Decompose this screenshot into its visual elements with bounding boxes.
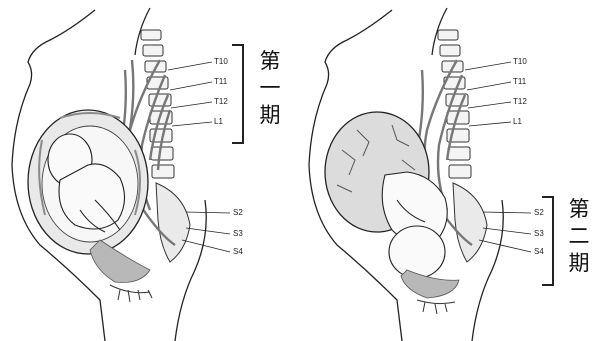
label-t11: T11 [513,78,526,86]
label-t10: T10 [214,58,228,66]
phase-char: 期 [567,250,591,277]
phase-char: 二 [567,223,591,250]
panel-first-stage: T10 T11 T12 L1 S2 S3 S4 第 一 期 [0,0,297,341]
pregnant-torso-illustration-2 [297,0,594,341]
spine [438,30,487,262]
upper-leader-lines [465,62,511,126]
label-t12: T12 [214,98,228,106]
label-l1: L1 [513,118,522,126]
phase-bracket-1 [232,44,244,144]
pelvic-floor [110,285,152,302]
label-t11: T11 [214,78,227,86]
label-s4: S4 [233,248,243,256]
spine [141,30,190,262]
label-t12: T12 [513,98,527,106]
phase-char: 第 [567,196,591,223]
phase-label-second-stage: 第 二 期 [567,196,591,277]
label-l1: L1 [214,118,223,126]
phase-bracket-2 [542,196,554,286]
label-s3: S3 [233,230,243,238]
phase-char: 期 [258,102,282,129]
pelvic-floor [417,300,455,314]
phase-char: 一 [258,75,282,102]
cervix-shading [90,240,150,283]
label-t10: T10 [513,58,527,66]
label-s2: S2 [233,209,243,217]
sacral-leader-lines [479,212,531,252]
phase-label-first-stage: 第 一 期 [258,48,282,129]
fetus [382,172,447,278]
panel-second-stage: T10 T11 T12 L1 S2 S3 S4 第 二 期 [297,0,594,341]
upper-leader-lines [168,62,212,126]
pregnant-torso-illustration-1 [0,0,297,341]
phase-char: 第 [258,48,282,75]
